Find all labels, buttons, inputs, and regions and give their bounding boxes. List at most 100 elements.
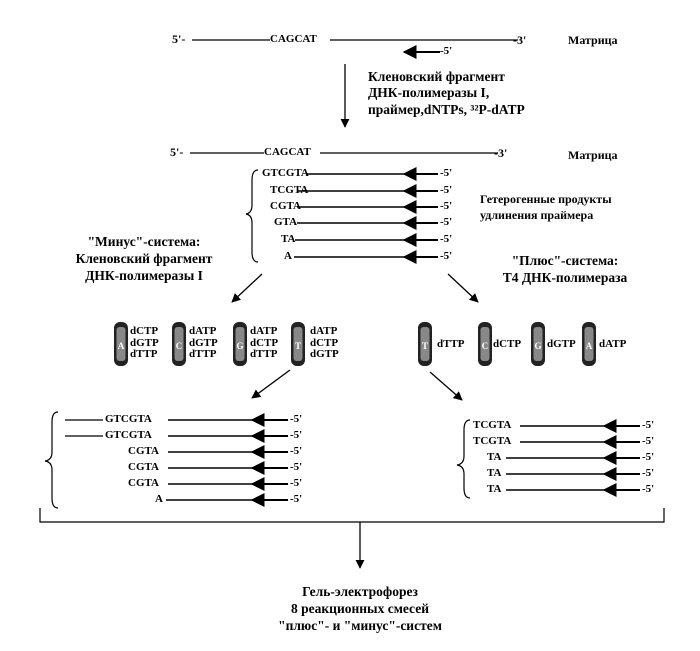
final-caption-line2: 8 реакционных смесей [291, 600, 429, 616]
minus-result-label: A [155, 493, 163, 505]
svg-text:A: A [586, 341, 593, 351]
plus-result-label: TCGTA [473, 435, 512, 447]
product-label: CGTA [270, 200, 301, 212]
tube-g-dntps: dATP dCTP dTTP [250, 325, 279, 361]
dntp-label: dGTP [189, 336, 218, 349]
plus-tube-g-dntp: dGTP [547, 338, 576, 350]
step1-caption-line1: Кленовский фрагмент [368, 69, 505, 84]
arrow-minus-results [251, 369, 291, 399]
minus-result-5prime: -5' [290, 429, 303, 441]
tube-a-dntps: dCTP dGTP dTTP [130, 325, 159, 361]
product-arrows [294, 167, 438, 264]
plus-result-label: TA [487, 483, 502, 495]
minus-result-5prime: -5' [290, 413, 303, 425]
plus-tube-t-dntp: dTTP [437, 338, 465, 350]
dntp-label: dGTP [310, 348, 339, 361]
plus-results-brace [456, 419, 471, 499]
dntp-label: dCTP [310, 336, 339, 349]
product-5prime: -5' [440, 233, 453, 245]
template2-5prime: 5'- [170, 145, 184, 159]
products-caption-line1: Гетерогенные продукты [480, 192, 612, 206]
minus-result-5prime: -5' [290, 445, 303, 457]
tube-t: T [291, 322, 305, 366]
template-label: Матрица [568, 33, 618, 47]
products-caption: Гетерогенные продукты удлинения праймера [480, 192, 612, 223]
minus-result-label: CGTA [128, 445, 159, 457]
arrow-to-plus [447, 273, 479, 303]
svg-text:G: G [534, 341, 541, 351]
product-label: GTCGTA [262, 167, 309, 179]
dntp-label: dTTP [189, 348, 217, 361]
product-5prime: -5' [440, 184, 453, 196]
svg-text:C: C [176, 341, 183, 351]
final-caption-line1: Гель-электрофорез [302, 584, 418, 599]
svg-text:C: C [482, 341, 489, 351]
svg-text:T: T [422, 341, 428, 351]
minus-tubes: A C G T [114, 322, 305, 366]
arrow-to-minus [231, 273, 263, 303]
product-5prime: -5' [440, 216, 453, 228]
plus-tube-a: A [582, 322, 596, 366]
plus-tube-c-dntp: dCTP [493, 338, 522, 350]
plus-system-line2: Т4 ДНК-полимераза [502, 269, 628, 285]
minus-results-brace [44, 411, 59, 509]
dntp-label: dTTP [250, 348, 278, 361]
product-5prime: -5' [440, 250, 453, 262]
product-5prime: -5' [440, 200, 453, 212]
plus-tube-a-dntp: dATP [599, 338, 627, 350]
minus-result-label: CGTA [128, 461, 159, 473]
plus-system-caption: "Плюс"-система: Т4 ДНК-полимераза [465, 253, 665, 287]
products-caption-line2: удлинения праймера [480, 207, 594, 222]
dntp-label: dGTP [130, 336, 159, 349]
minus-result-5prime: -5' [290, 493, 303, 505]
dntp-label: dCTP [130, 325, 159, 337]
minus-result-arrows [65, 413, 288, 507]
step1-caption-line3: праймер,dNTPs, ³²P-dATP [368, 101, 525, 117]
minus-result-5prime: -5' [290, 477, 303, 489]
step1-caption-line2: ДНК-полимеразы I, [368, 85, 490, 101]
svg-text:G: G [236, 341, 243, 351]
plus-system-line1: "Плюс"-система: [511, 253, 619, 268]
plus-result-label: TA [487, 451, 502, 463]
template-3prime: -3' [513, 33, 527, 47]
svg-text:T: T [295, 341, 301, 351]
dntp-label: dATP [250, 325, 278, 337]
plus-tube-t: T [418, 322, 432, 366]
minus-system-line1: "Минус"-система: [87, 234, 201, 249]
arrow-plus-results [429, 371, 463, 401]
plus-result-5prime: -5' [642, 419, 655, 431]
product-label: TA [281, 233, 296, 245]
plus-tubes: T C G A [418, 322, 596, 366]
minus-result-label: GTCGTA [105, 429, 152, 441]
template-sequence: CAGCAT [270, 33, 317, 45]
dntp-label: dCTP [250, 336, 279, 349]
products-brace [245, 169, 259, 263]
step1-caption: Кленовский фрагмент ДНК-полимеразы I, пр… [368, 69, 525, 118]
minus-result-label: CGTA [128, 477, 159, 489]
minus-system-line2: Кленовский фрагмент [75, 250, 213, 266]
plus-tube-c: C [478, 322, 492, 366]
product-label: A [284, 250, 292, 262]
product-label: TCGTA [270, 184, 309, 196]
plus-result-5prime: -5' [642, 451, 655, 463]
dntp-label: dTTP [130, 348, 158, 361]
dntp-label: dATP [310, 325, 338, 337]
plus-result-arrows [506, 419, 640, 497]
template2-label: Матрица [568, 148, 618, 162]
minus-system-line3: ДНК-полимеразы I [85, 267, 203, 283]
plus-result-5prime: -5' [642, 467, 655, 479]
minus-result-label: GTCGTA [105, 413, 152, 425]
dntp-label: dATP [189, 325, 217, 337]
svg-text:A: A [118, 341, 125, 351]
minus-system-caption: "Минус"-система: Кленовский фрагмент ДНК… [34, 234, 254, 285]
minus-result-5prime: -5' [290, 461, 303, 473]
plus-result-label: TCGTA [473, 419, 512, 431]
template2-3prime: -3' [494, 146, 508, 160]
tube-c-dntps: dATP dGTP dTTP [189, 325, 218, 361]
final-caption-line3: "плюс"- и "минус"-систем [278, 617, 442, 633]
plus-result-label: TA [487, 467, 502, 479]
product-5prime: -5' [440, 167, 453, 179]
template2-sequence: CAGCAT [264, 146, 311, 158]
primer-5prime: -5' [440, 45, 453, 57]
